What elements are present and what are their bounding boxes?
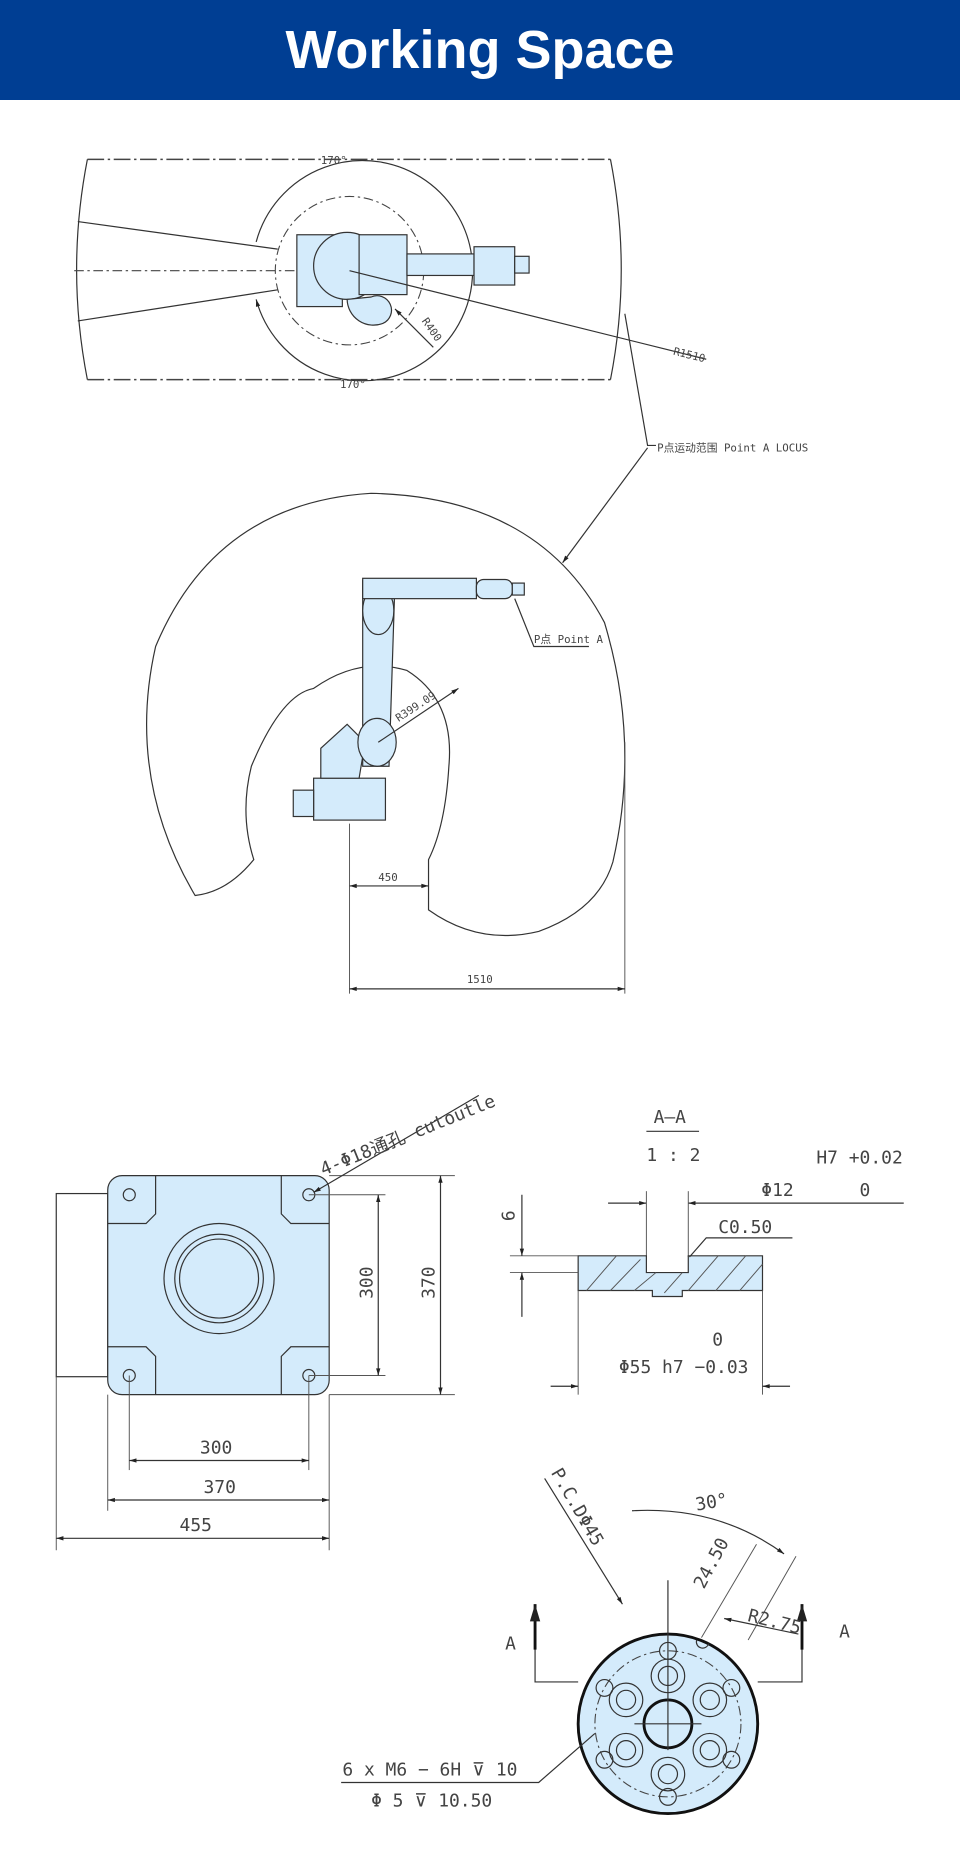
bore-dia: Φ12	[761, 1180, 793, 1201]
section-scale: 1 : 2	[646, 1145, 700, 1166]
top-inner-radius: R400	[419, 315, 445, 344]
dim-24-50: 24.50	[690, 1535, 734, 1593]
bore-tol-lower: 0	[859, 1180, 870, 1201]
top-angle-label: 170°	[321, 154, 347, 167]
section-title: A—A	[654, 1107, 687, 1128]
section-mark-left: A	[505, 1634, 516, 1655]
thread-note: 6 x M6 − 6H ⊽ 10	[342, 1759, 517, 1780]
locus-label: P点运动范围 Point A LOCUS	[657, 441, 808, 454]
hole-note: 4-Φ18通孔 cutoutle	[317, 1091, 498, 1181]
od-label: Φ55 h7 −0.03	[619, 1357, 749, 1378]
radius-label: R2.75	[746, 1605, 803, 1638]
robot-side-icon	[292, 577, 525, 821]
top-outer-radius: R1510	[672, 345, 707, 365]
drill-note: Φ 5 ⊽ 10.50	[371, 1790, 492, 1811]
chamfer-label: C0.50	[718, 1217, 772, 1238]
section-a-a: A—A 1 : 2 H7 +0.02 Φ12 0 C0.50 6 0 Φ55 h…	[499, 1107, 904, 1395]
depth-label: 6	[499, 1210, 520, 1221]
bottom-angle-label: 170°	[340, 378, 366, 391]
dim-h-455: 455	[180, 1515, 212, 1536]
counterbored-holes	[608, 1658, 728, 1792]
od-tol-upper: 0	[712, 1330, 723, 1351]
top-view: R400 R1510 170° 170° P点运动范围 Point A LOCU…	[74, 154, 808, 564]
point-a-label: P点 Point A	[534, 633, 604, 646]
dim-v-370: 370	[419, 1266, 440, 1298]
side-view: R399.09 P点 Point A 450 1510	[146, 492, 626, 994]
section-mark-right: A	[839, 1622, 850, 1643]
bore-tol-upper: H7 +0.02	[816, 1148, 902, 1169]
robot-top-icon	[296, 231, 530, 326]
header-banner: Working Space	[0, 0, 960, 100]
dim-v-300: 300	[356, 1266, 377, 1298]
dim-h-300: 300	[200, 1437, 232, 1458]
pcd-label: P.C.DΦ45	[546, 1464, 607, 1549]
angle-label: 30°	[694, 1489, 730, 1515]
dim-1510: 1510	[467, 973, 493, 986]
page-title: Working Space	[285, 20, 675, 80]
base-plate-view: 300 370 300 370 455 4-Φ18通孔 cutoutle	[55, 1091, 499, 1551]
flange-view: A A P.C.DΦ45 30° 24.50 R2.75 6 x M6 −	[341, 1464, 850, 1816]
dim-450: 450	[378, 871, 397, 884]
dim-h-370: 370	[203, 1477, 235, 1498]
